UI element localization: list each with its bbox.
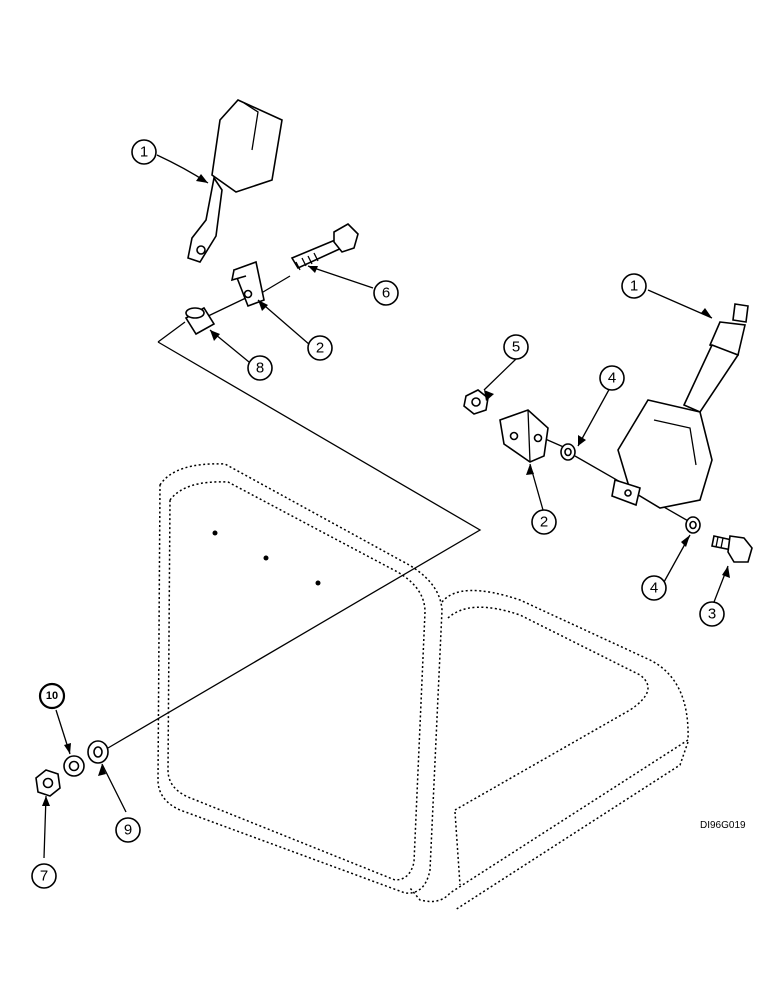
bolt-long <box>290 223 359 271</box>
seat-belt-retractor-right <box>611 303 749 509</box>
svg-text:5: 5 <box>512 339 520 356</box>
svg-text:4: 4 <box>650 580 658 597</box>
callout-1-right: 1 <box>621 273 647 299</box>
svg-text:3: 3 <box>708 606 716 623</box>
svg-text:1: 1 <box>630 278 638 295</box>
svg-text:10: 10 <box>46 690 58 702</box>
callout-leaders <box>43 154 729 859</box>
callout-9: 9 <box>115 817 141 843</box>
callout-4-top: 4 <box>599 365 625 391</box>
bracket-right <box>499 409 549 463</box>
callout-2-left: 2 <box>307 335 333 361</box>
flat-washer-9 <box>87 740 109 764</box>
svg-text:7: 7 <box>40 868 48 885</box>
callout-10: 10 <box>38 682 66 710</box>
washer-4-top <box>560 443 576 461</box>
callout-1-left: 1 <box>131 139 157 165</box>
spacer-sleeve <box>184 306 216 336</box>
svg-text:9: 9 <box>124 822 132 839</box>
svg-text:4: 4 <box>608 370 616 387</box>
lock-washer-10 <box>63 755 85 777</box>
svg-text:8: 8 <box>256 360 264 377</box>
svg-text:2: 2 <box>316 340 324 357</box>
figure-reference-code: DI96G019 <box>700 820 746 831</box>
callout-7: 7 <box>31 863 57 889</box>
seat-outline <box>157 463 689 911</box>
assembly-lines <box>107 275 691 749</box>
hex-nut-7 <box>35 769 61 797</box>
svg-text:1: 1 <box>140 144 148 161</box>
bolt-short <box>711 535 753 563</box>
callout-3: 3 <box>699 601 725 627</box>
callout-8: 8 <box>247 355 273 381</box>
svg-text:6: 6 <box>382 285 390 302</box>
seat-belt-buckle-left <box>187 99 283 263</box>
svg-text:2: 2 <box>540 514 548 531</box>
washer-4-bottom <box>685 516 701 534</box>
callout-5: 5 <box>503 334 529 360</box>
callout-2-right: 2 <box>531 509 557 535</box>
hex-nut-5 <box>463 389 489 415</box>
callout-4-bottom: 4 <box>641 575 667 601</box>
callout-6: 6 <box>373 280 399 306</box>
bracket-left <box>230 260 265 308</box>
arrow-heads <box>42 174 730 806</box>
